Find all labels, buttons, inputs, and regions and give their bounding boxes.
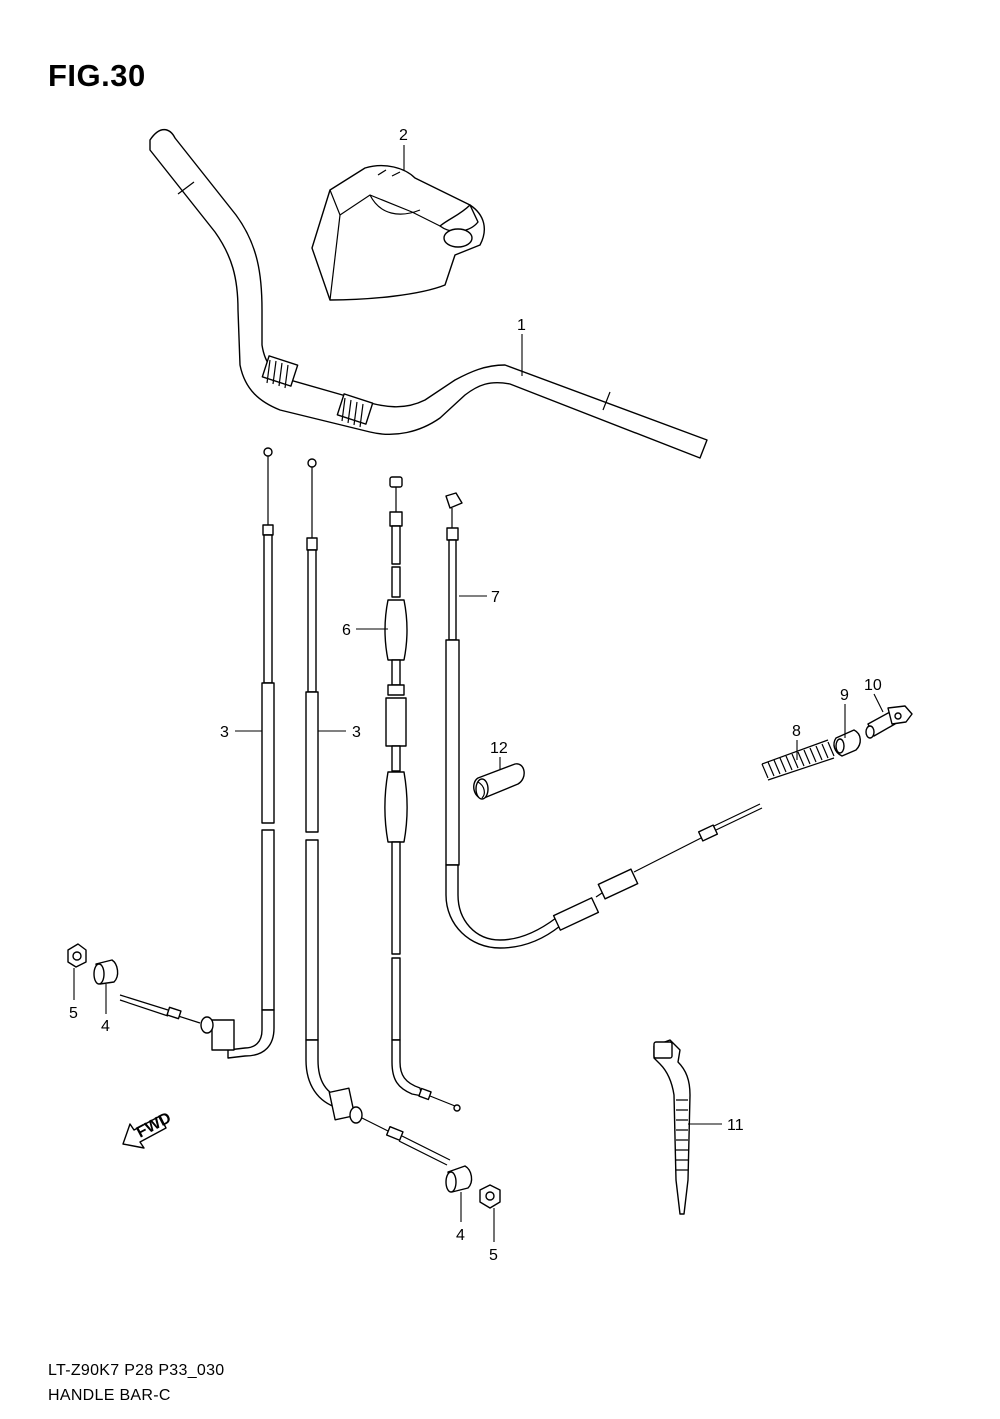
nut-part-5-right xyxy=(479,1184,501,1209)
knurl-band-left xyxy=(261,355,299,389)
figure-title: FIG.30 xyxy=(48,58,146,93)
fwd-label: FWD xyxy=(134,1109,174,1141)
callout-12: 12 xyxy=(490,740,508,757)
callout-10: 10 xyxy=(864,677,882,694)
callout-1: 1 xyxy=(517,317,526,334)
callout-11: 11 xyxy=(727,1117,744,1134)
brake-cable-part-3-right xyxy=(305,458,451,1166)
callout-8: 8 xyxy=(792,723,801,740)
leader-lines xyxy=(73,145,884,1242)
cable-part-7 xyxy=(445,492,763,949)
cable-tie-part-11 xyxy=(653,1039,691,1215)
brake-cable-part-3-left xyxy=(119,447,275,1059)
knurl-band-right xyxy=(336,393,374,428)
handlebar-part-1 xyxy=(149,128,708,459)
cable-end-part-9 xyxy=(833,729,861,757)
callout-6: 6 xyxy=(342,622,351,639)
handlebar-cover-part-2 xyxy=(311,164,486,301)
adjuster-part-4-left xyxy=(93,959,119,985)
callout-4-left: 4 xyxy=(101,1018,110,1035)
adjuster-part-4-right xyxy=(445,1165,473,1193)
callout-labels: 1 2 3 3 6 7 8 9 10 12 5 4 4 5 11 xyxy=(69,127,882,1264)
footer-name: HANDLE BAR-C xyxy=(48,1387,171,1404)
callout-7: 7 xyxy=(491,589,500,606)
callout-9: 9 xyxy=(840,687,849,704)
forward-arrow-icon: FWD xyxy=(122,1109,174,1149)
nut-part-5-left xyxy=(67,943,87,968)
spring-part-8 xyxy=(761,739,835,781)
callout-5-left: 5 xyxy=(69,1005,78,1022)
cable-end-part-10 xyxy=(865,705,913,739)
sleeve-part-12 xyxy=(473,763,525,800)
callout-4-right: 4 xyxy=(456,1227,465,1244)
callout-3-right: 3 xyxy=(352,724,361,741)
callout-2: 2 xyxy=(399,127,408,144)
callout-5-right: 5 xyxy=(489,1247,498,1264)
callout-3-left: 3 xyxy=(220,724,229,741)
throttle-cable-part-6 xyxy=(384,476,461,1112)
footer-code: LT-Z90K7 P28 P33_030 xyxy=(48,1362,225,1379)
